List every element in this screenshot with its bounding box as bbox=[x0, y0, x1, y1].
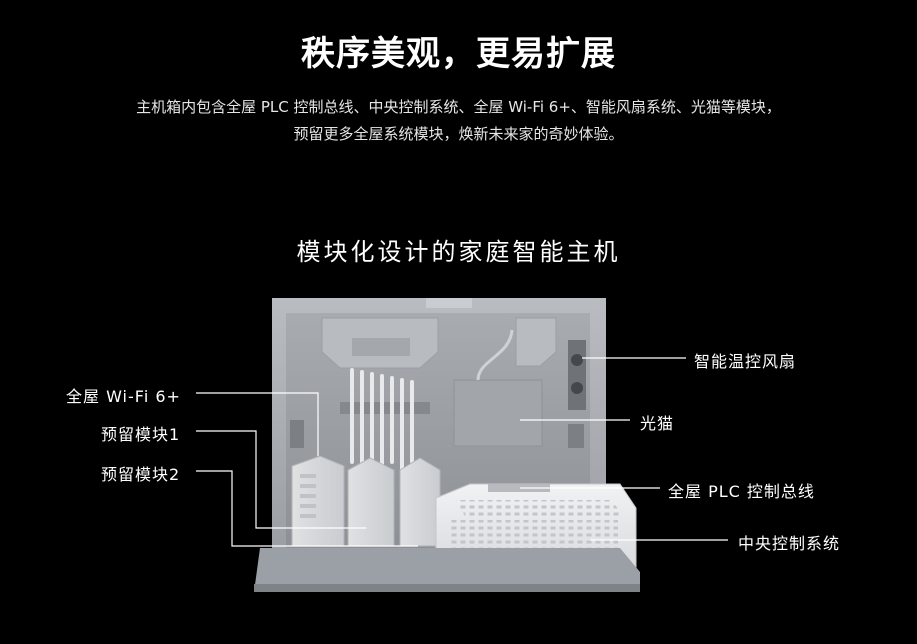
reserved-module-2 bbox=[399, 457, 441, 547]
page-title: 秩序美观，更易扩展 bbox=[301, 34, 616, 74]
description-line-2: 预留更多全屋系统模块，焕新未来家的奇妙体验。 bbox=[293, 125, 624, 143]
reserved-module-1 bbox=[347, 457, 395, 547]
fan-icon bbox=[568, 340, 586, 410]
callout-reserved-2: 预留模块2 bbox=[101, 465, 181, 484]
callout-fan: 智能温控风扇 bbox=[694, 352, 797, 371]
left-bracket bbox=[290, 420, 304, 448]
description-line-1: 主机箱内包含全屋 PLC 控制总线、中央控制系统、全屋 Wi-Fi 6+、智能风… bbox=[136, 98, 781, 116]
callout-wifi: 全屋 Wi-Fi 6+ bbox=[66, 387, 181, 406]
callout-reserved-1: 预留模块1 bbox=[101, 425, 181, 444]
wifi-module bbox=[291, 455, 345, 547]
callout-modem: 光猫 bbox=[640, 414, 675, 433]
bottom-tray bbox=[254, 548, 640, 592]
cables bbox=[350, 368, 414, 472]
top-bracket bbox=[321, 317, 557, 369]
callout-plc-bus: 全屋 PLC 控制总线 bbox=[668, 482, 815, 501]
modem-module bbox=[453, 329, 543, 447]
callout-central-control: 中央控制系统 bbox=[738, 534, 841, 553]
section-title: 模块化设计的家庭智能主机 bbox=[296, 238, 621, 266]
plc-bus-strip bbox=[488, 484, 550, 492]
right-bracket bbox=[568, 424, 584, 448]
callout-lines bbox=[196, 357, 728, 547]
